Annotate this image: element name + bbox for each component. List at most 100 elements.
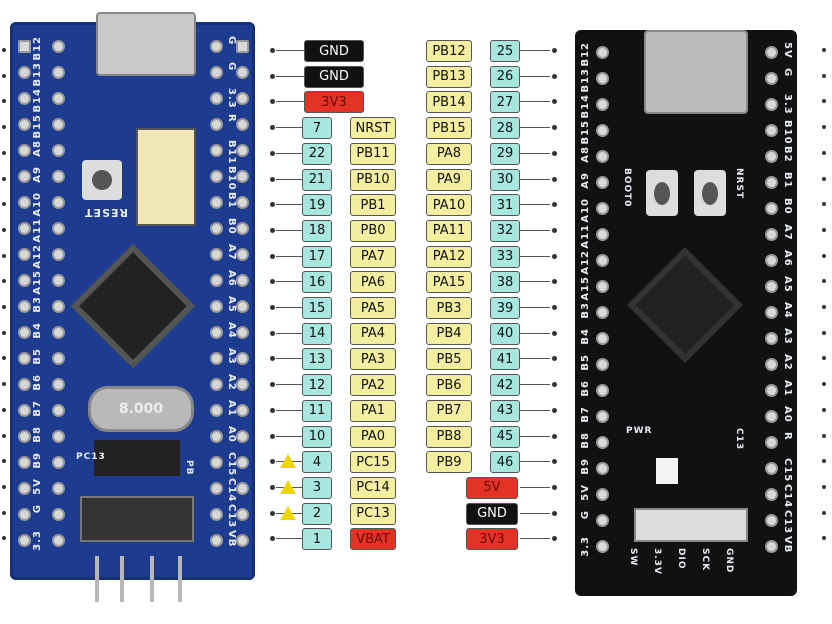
pad (596, 124, 609, 137)
silk-label-left: B15 (580, 120, 591, 145)
edge-dot (822, 202, 826, 207)
header-leg (178, 556, 182, 602)
pin-number: 1 (302, 528, 332, 551)
silk-label-left: A10 (580, 198, 591, 223)
pin-number: 43 (490, 399, 520, 422)
edge-dot (2, 510, 6, 515)
pad (765, 358, 778, 371)
pin-number: 32 (490, 219, 520, 242)
pad (596, 332, 609, 345)
regulator-left (94, 440, 180, 476)
pad (596, 358, 609, 371)
silk-label-left: A12 (32, 244, 43, 269)
pin-end-dot (552, 407, 557, 413)
edge-dot (2, 459, 6, 464)
nrst-silk: NRST (734, 168, 744, 200)
pin-name-label: PA5 (350, 297, 396, 319)
silk-label-right: G (226, 36, 237, 46)
silk-label-right: A6 (226, 270, 237, 287)
pad (596, 228, 609, 241)
silk-label-left: B14 (580, 94, 591, 119)
connector-line (520, 127, 550, 129)
pin-end-dot (552, 330, 557, 336)
pin-number: 15 (302, 297, 332, 319)
pad (765, 124, 778, 137)
pin-number: 38 (490, 271, 520, 294)
pad (52, 352, 65, 365)
edge-dot (822, 407, 826, 412)
swd-silk-label: 3.3V (652, 548, 662, 575)
pin-name-label: GND (304, 40, 364, 62)
pad (52, 404, 65, 417)
warning-icon (280, 505, 296, 520)
edge-dot (2, 99, 6, 104)
pad (765, 488, 778, 501)
pin-number: 16 (302, 271, 332, 294)
pin-end-dot (552, 202, 557, 208)
pad (52, 144, 65, 157)
pad (765, 98, 778, 111)
pad (210, 300, 223, 313)
swd-header-right (634, 508, 748, 542)
silk-label-right: G (226, 62, 237, 72)
pin-number: 25 (490, 40, 520, 62)
pin-end-dot (552, 279, 557, 285)
reset-silk: RESET (84, 206, 128, 219)
pad (210, 326, 223, 339)
swd-silk-label: GND (724, 548, 734, 574)
pin-end-dot (270, 330, 275, 336)
pin-number: 11 (302, 399, 332, 422)
crystal-left: 8.000 (88, 386, 194, 432)
pin-end-dot (270, 48, 275, 53)
pad (596, 46, 609, 59)
silk-label-right: C14 (782, 484, 793, 509)
pad (596, 462, 609, 475)
pad (18, 92, 31, 105)
pad (210, 378, 223, 391)
pin-name-label: PB14 (426, 91, 472, 114)
pin-number: 13 (302, 348, 332, 371)
silk-label-right: VB (226, 530, 237, 548)
silk-label-right: B11 (226, 140, 237, 165)
pad (596, 384, 609, 397)
pad (210, 196, 223, 209)
pad (52, 248, 65, 261)
silk-label-left: B13 (32, 62, 43, 87)
pad (765, 462, 778, 475)
pin-end-dot (270, 279, 275, 285)
pin-end-dot (270, 510, 275, 516)
silk-label-left: A10 (32, 192, 43, 217)
connector-line (520, 50, 550, 51)
pad (18, 534, 31, 547)
pad (18, 378, 31, 391)
edge-dot (2, 125, 6, 130)
silk-label-right: G (782, 68, 793, 78)
pin-name-label: PB0 (350, 219, 396, 242)
pad (236, 222, 249, 235)
silk-label-left: 3.3 (32, 530, 43, 551)
pin-name-label: PA6 (350, 271, 396, 294)
silk-label-right: C14 (226, 478, 237, 503)
pad (765, 150, 778, 163)
pad (765, 514, 778, 527)
pad (236, 66, 249, 79)
silk-label-right: A6 (782, 250, 793, 267)
pin-end-dot (270, 433, 275, 439)
connector-line (520, 435, 550, 437)
pad (52, 92, 65, 105)
pad (596, 72, 609, 85)
silk-label-right: A0 (226, 426, 237, 443)
pad (596, 436, 609, 449)
pad (18, 404, 31, 417)
swd-silk-label: DIO (676, 548, 686, 570)
pad (18, 40, 31, 53)
swd-header-left (80, 496, 194, 542)
silk-label-left: B4 (580, 328, 591, 345)
pin-end-dot (270, 459, 275, 465)
connector-line (520, 204, 550, 206)
edge-dot (2, 305, 6, 309)
pad (210, 430, 223, 443)
header-leg (120, 556, 124, 602)
silk-label-right: B2 (782, 146, 793, 163)
pin-name-label: PB7 (426, 399, 472, 422)
